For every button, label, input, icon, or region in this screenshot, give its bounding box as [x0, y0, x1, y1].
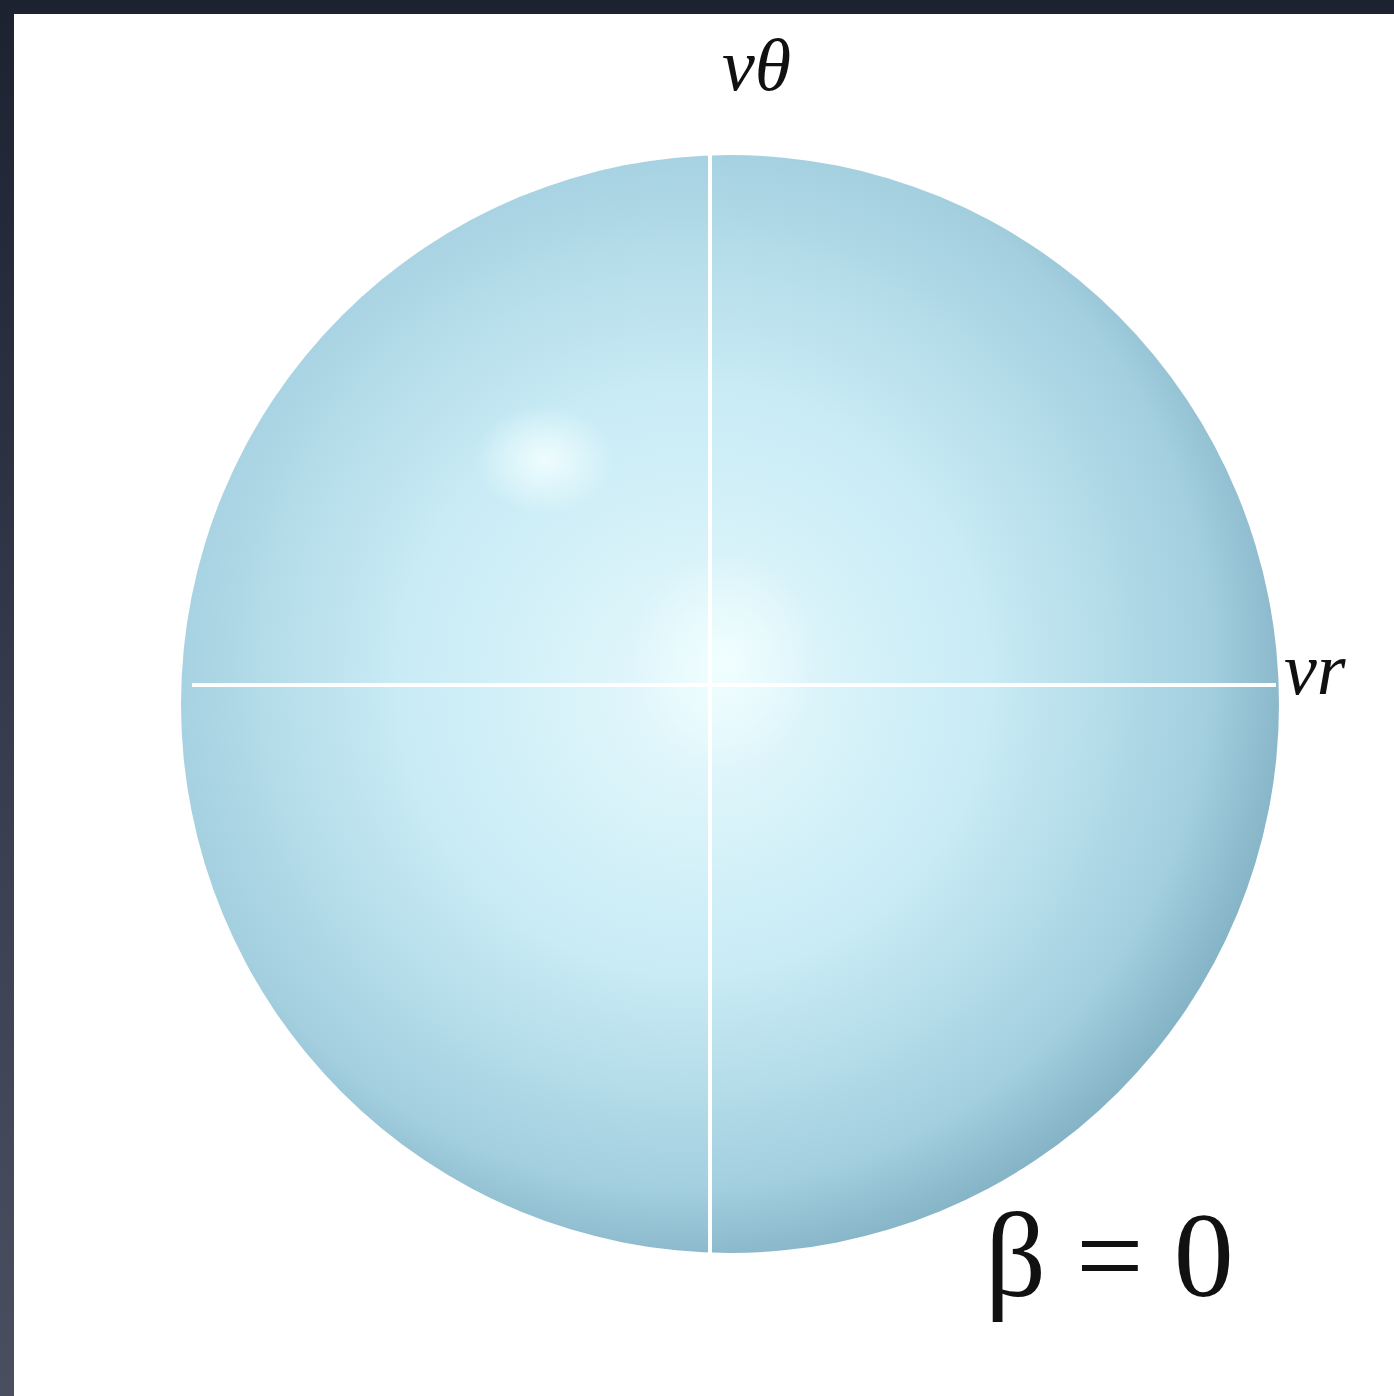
highlight: [475, 405, 615, 515]
vtheta-axis: [708, 155, 712, 1253]
axis-label: vθ: [722, 28, 791, 102]
highlight: [630, 550, 820, 770]
axis-label: vr: [1284, 632, 1346, 706]
sphere: [181, 155, 1279, 1253]
vr-axis: [192, 683, 1276, 687]
parameter-label: β = 0: [985, 1196, 1234, 1316]
